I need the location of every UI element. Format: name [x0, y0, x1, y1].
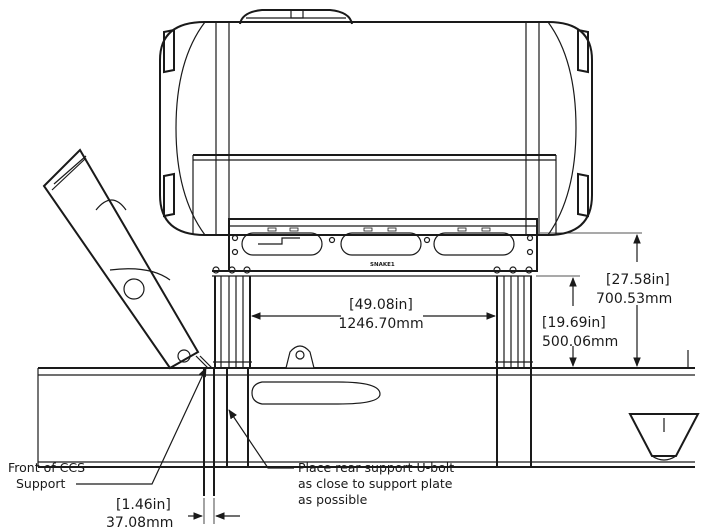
left-support-leg	[213, 276, 252, 368]
dimension-offset: [1.46in] 37.08mm	[106, 497, 240, 531]
frame-rail	[37, 367, 695, 496]
dim-offset-inches: [1.46in]	[116, 497, 171, 513]
note-rear-line1: Place rear support U-bolt	[298, 460, 454, 475]
dimension-support-height: [19.69in] 500.06mm	[536, 275, 618, 369]
dim-overall-height-mm: 700.53mm	[596, 291, 672, 307]
dim-offset-mm: 37.08mm	[106, 515, 173, 531]
note-front-line1: Front of CCS	[8, 460, 85, 475]
hanger-bracket	[251, 345, 381, 405]
ccs-support-arm	[42, 148, 213, 370]
dim-support-height-mm: 500.06mm	[542, 334, 618, 350]
dim-overall-height-inches: [27.58in]	[606, 272, 670, 288]
callout-front-ccs-support: Front of CCS Support	[8, 367, 207, 491]
dim-spacing-inches: [49.08in]	[349, 297, 413, 313]
note-rear-line3: as possible	[298, 492, 368, 507]
tank	[159, 9, 593, 236]
dim-support-height-inches: [19.69in]	[542, 315, 606, 331]
tank-lid	[239, 9, 353, 25]
dimension-overall-height: [27.58in] 700.53mm	[540, 232, 672, 369]
support-plate: SNAKE1	[212, 218, 538, 277]
right-support-leg	[495, 276, 533, 368]
note-rear-line2: as close to support plate	[298, 476, 453, 491]
note-front-line2: Support	[16, 476, 66, 491]
dim-spacing-mm: 1246.70mm	[338, 316, 423, 332]
callout-rear-ubolt: Place rear support U-bolt as close to su…	[228, 409, 454, 507]
funnel-bracket	[628, 350, 700, 461]
plate-stamp: SNAKE1	[370, 262, 395, 268]
dimension-support-spacing: [49.08in] 1246.70mm	[251, 297, 496, 332]
